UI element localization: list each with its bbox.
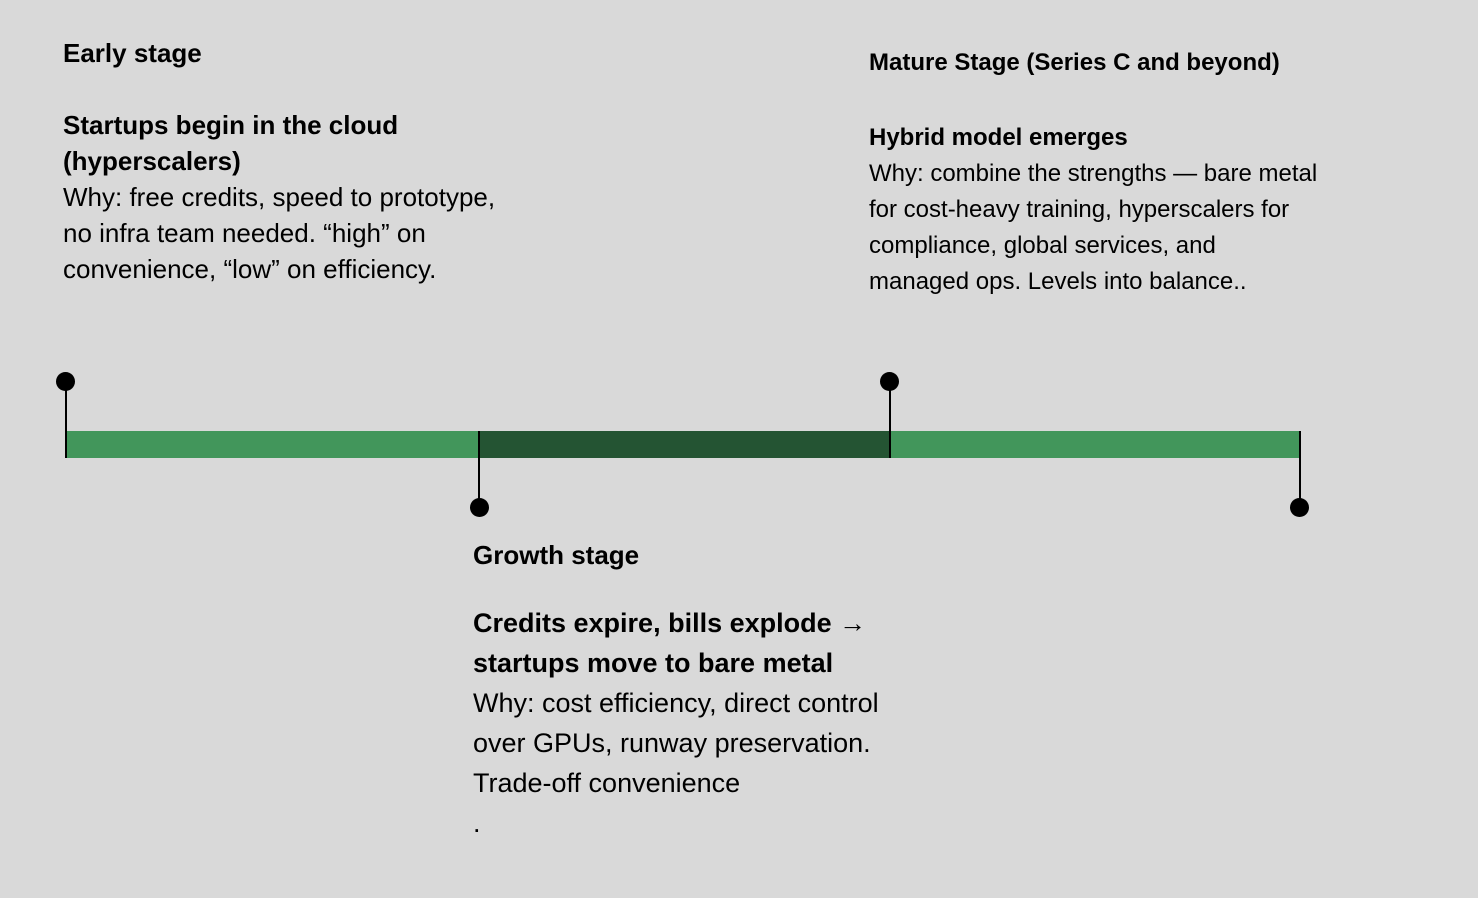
- early-stage-headline: Startups begin in the cloud (hyperscaler…: [63, 107, 503, 179]
- timeline-segment-mature: [890, 431, 1300, 458]
- mature-stage-title: Mature Stage (Series C and beyond): [869, 49, 1280, 76]
- early-stage-headline-line-1: Startups begin in the cloud: [63, 110, 399, 140]
- growth-stage-title: Growth stage: [473, 540, 640, 570]
- timeline-marker-early: [56, 372, 75, 391]
- mature-stage-headline: Hybrid model emerges: [869, 124, 1128, 151]
- mature-stage-block: Mature Stage (Series C and beyond) Hybri…: [869, 44, 1319, 300]
- early-stage-title: Early stage: [63, 38, 202, 68]
- early-stage-headline-line-2: (hyperscalers): [63, 146, 241, 176]
- timeline-marker-end: [1290, 498, 1309, 517]
- timeline-stem-end: [1299, 431, 1301, 508]
- growth-stage-block: Growth stage Credits expire, bills explo…: [473, 536, 933, 843]
- timeline-stem-early: [65, 382, 67, 458]
- timeline-marker-mature: [880, 372, 899, 391]
- early-stage-description: Why: free credits, speed to prototype, n…: [63, 182, 496, 284]
- timeline-segment-growth: [479, 431, 890, 458]
- timeline-segment-early: [66, 431, 479, 458]
- timeline-stem-mature: [889, 382, 891, 458]
- mature-stage-description: Why: combine the strengths — bare metal …: [869, 160, 1318, 295]
- early-stage-block: Early stage Startups begin in the cloud …: [63, 35, 503, 287]
- growth-stage-trailing-dot: .: [473, 808, 481, 838]
- growth-stage-description: Why: cost efficiency, direct control ove…: [473, 688, 879, 798]
- timeline-stem-growth: [478, 431, 480, 508]
- growth-stage-headline: Credits expire, bills explode → startups…: [473, 608, 867, 678]
- timeline-marker-growth: [470, 498, 489, 517]
